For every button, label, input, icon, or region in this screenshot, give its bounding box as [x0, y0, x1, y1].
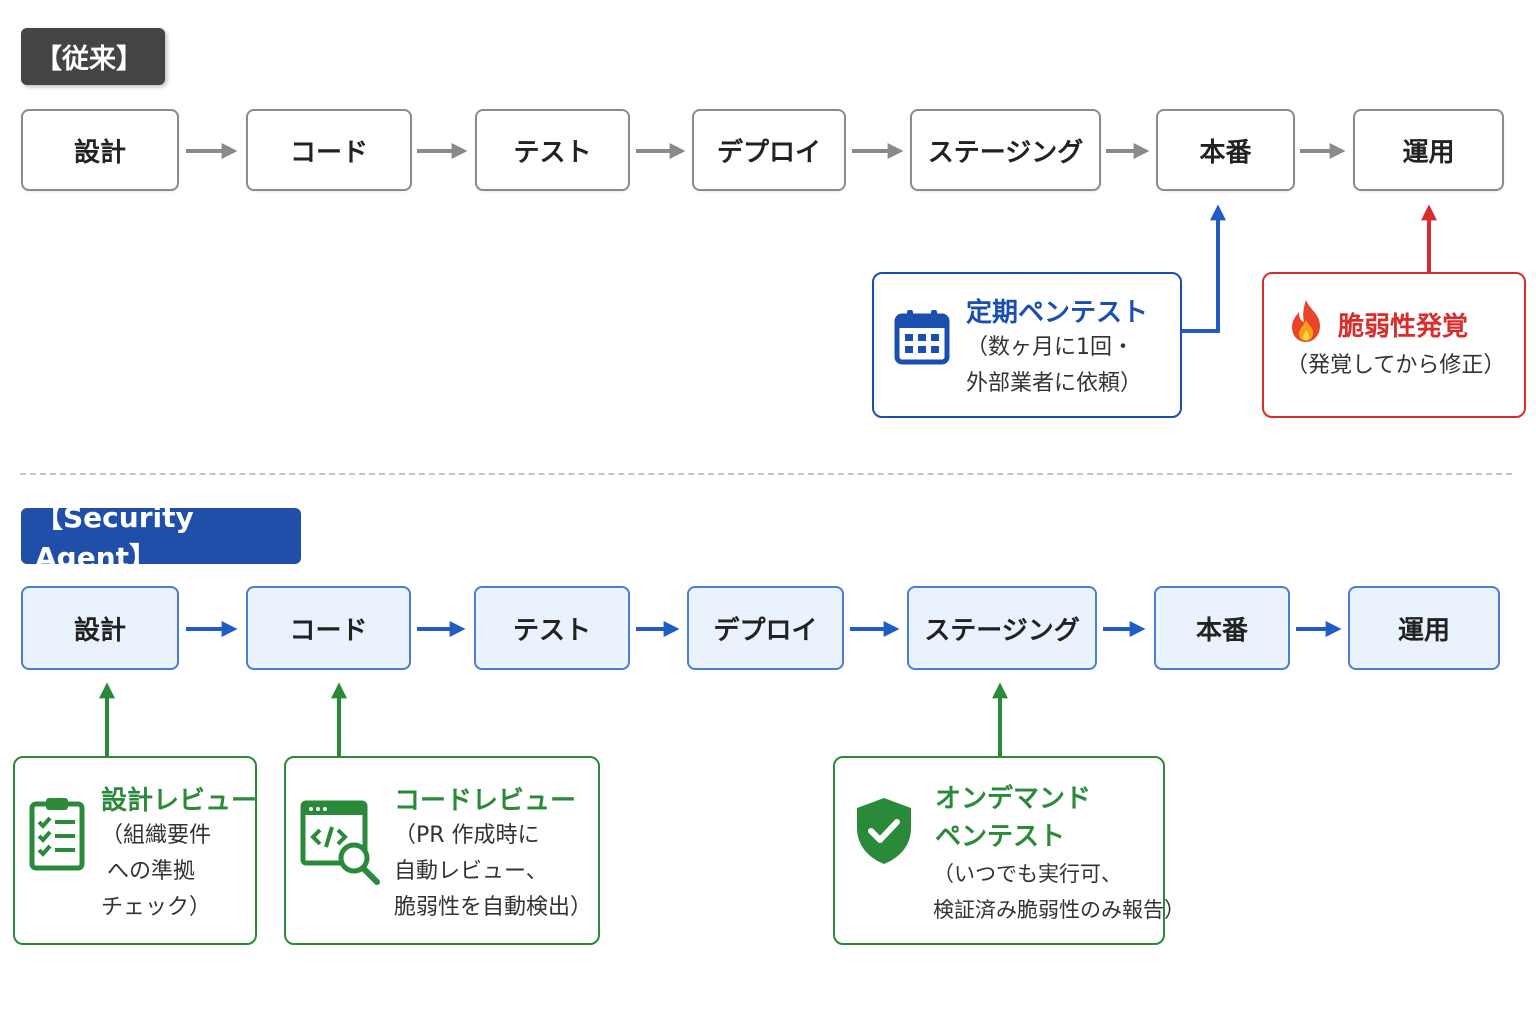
ondemand-title-line-2: ペンテスト — [935, 822, 1066, 852]
old-step-test: テスト — [475, 109, 630, 191]
fire-icon — [1292, 300, 1320, 342]
code-search-icon — [300, 800, 380, 885]
vulnerability-line-1: （発覚してから修正） — [1286, 353, 1506, 378]
design-review-description: （組織要件 への準拠 チェック） — [101, 818, 211, 926]
vulnerability-description: （発覚してから修正） — [1286, 348, 1505, 384]
calendar-icon — [894, 310, 950, 365]
vulnerability-title: 脆弱性発覚 — [1338, 312, 1469, 342]
design-review-note: 設計レビュー （組織要件 への準拠 チェック） — [13, 756, 257, 945]
new-step-code: コード — [246, 586, 411, 670]
code-review-line-3: 脆弱性を自動検出） — [394, 895, 593, 920]
new-step-deploy: デプロイ — [687, 586, 844, 670]
design-review-line-1: （組織要件 — [101, 823, 212, 848]
ondemand-title: オンデマンド ペンテスト — [935, 780, 1091, 856]
design-review-line-2: への準拠 — [107, 859, 196, 884]
ondemand-title-line-1: オンデマンド — [935, 784, 1092, 814]
pentest-description: （数ヶ月に1回・ 外部業者に依頼） — [966, 330, 1142, 402]
ondemand-line-2: 検証済み脆弱性のみ報告） — [933, 898, 1185, 922]
code-review-description: （PR 作成時に 自動レビュー、 脆弱性を自動検出） — [394, 818, 592, 926]
old-step-production: 本番 — [1156, 109, 1295, 191]
ondemand-description: （いつでも実行可、 検証済み脆弱性のみ報告） — [933, 856, 1185, 928]
new-step-operation: 運用 — [1348, 586, 1500, 670]
code-review-line-1: （PR 作成時に — [394, 823, 540, 848]
vulnerability-found-note: 脆弱性発覚 （発覚してから修正） — [1262, 272, 1526, 418]
pentest-title: 定期ペンテスト — [966, 298, 1149, 328]
shield-check-icon — [857, 798, 911, 864]
new-step-design: 設計 — [21, 586, 179, 670]
pentest-line-2: 外部業者に依頼） — [966, 371, 1143, 396]
pentest-connector — [1182, 204, 1226, 333]
design-review-line-3: チェック） — [101, 895, 212, 920]
code-review-title: コードレビュー — [394, 786, 577, 816]
pentest-line-1: （数ヶ月に1回・ — [966, 335, 1134, 360]
ondemand-pentest-note: オンデマンド ペンテスト （いつでも実行可、 検証済み脆弱性のみ報告） — [833, 756, 1185, 945]
old-step-design: 設計 — [21, 109, 179, 191]
section-divider — [20, 473, 1512, 475]
clipboard-checklist-icon — [29, 798, 85, 871]
design-review-title: 設計レビュー — [101, 786, 258, 816]
old-step-operation: 運用 — [1353, 109, 1504, 191]
periodic-pentest-note: 定期ペンテスト （数ヶ月に1回・ 外部業者に依頼） — [872, 272, 1182, 418]
new-step-staging: ステージング — [907, 586, 1097, 670]
new-step-production: 本番 — [1154, 586, 1290, 670]
old-step-deploy: デプロイ — [692, 109, 846, 191]
old-step-code: コード — [246, 109, 412, 191]
section-label-traditional: 【従来】 — [21, 28, 165, 85]
code-review-note: コードレビュー （PR 作成時に 自動レビュー、 脆弱性を自動検出） — [284, 756, 600, 945]
code-review-line-2: 自動レビュー、 — [394, 859, 548, 884]
ondemand-line-1: （いつでも実行可、 — [933, 862, 1122, 886]
new-step-test: テスト — [474, 586, 630, 670]
old-step-staging: ステージング — [910, 109, 1101, 191]
